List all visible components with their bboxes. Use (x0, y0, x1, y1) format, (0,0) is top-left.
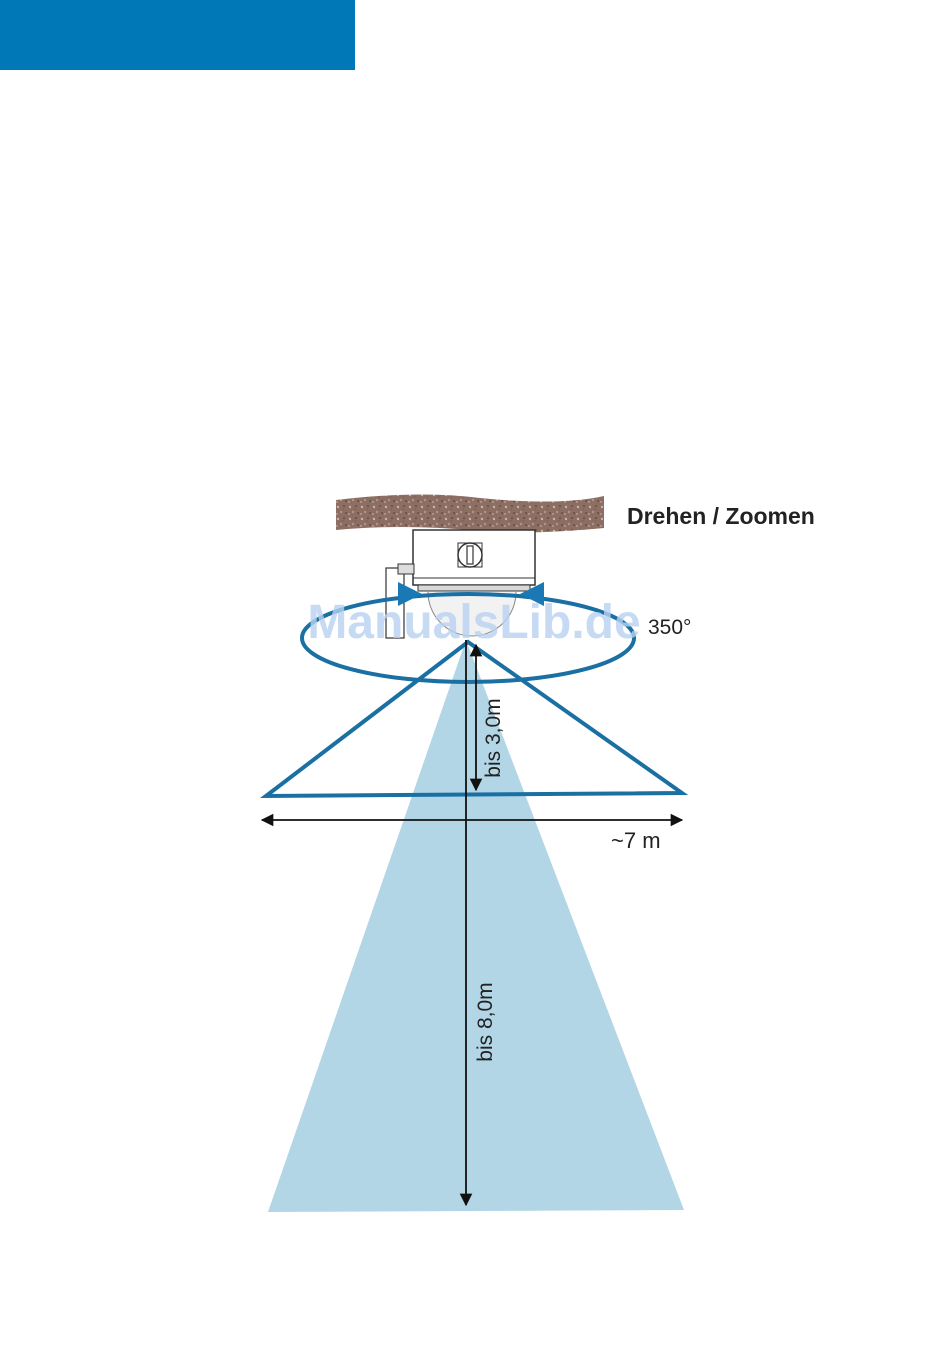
ceiling (336, 494, 604, 532)
rotation-label: 350° (648, 616, 691, 639)
width-label: ~7 m (611, 828, 661, 853)
watermark: ManualsLib.de (307, 596, 640, 649)
wide-range-label: bis 3,0m (482, 698, 505, 777)
tele-range-label: bis 8,0m (474, 982, 497, 1061)
diagram-title: Drehen / Zoomen (627, 503, 815, 529)
